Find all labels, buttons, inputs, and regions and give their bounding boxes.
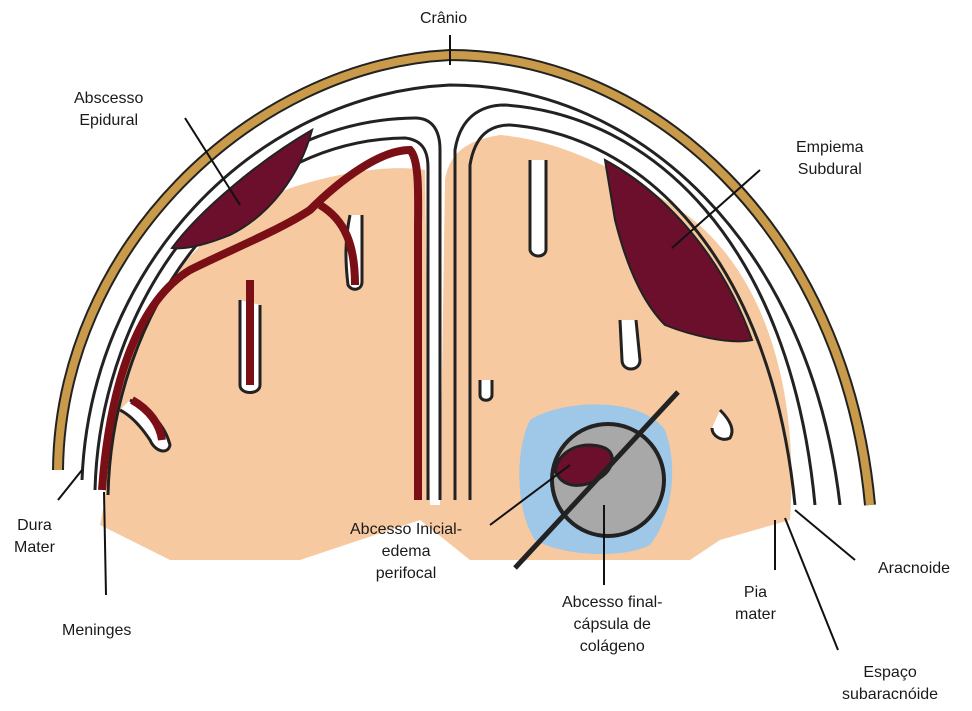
label-abscesso-epidural: Abscesso Epidural	[74, 88, 143, 132]
label-empiema-subdural: Empiema Subdural	[796, 137, 864, 181]
sulcus-right-1	[530, 160, 546, 256]
sulcus-right-4	[480, 380, 492, 400]
label-pia-mater: Pia mater	[735, 582, 776, 626]
label-abcesso-final: Abcesso final- cápsula de colágeno	[562, 592, 663, 658]
leader-aracnoide	[795, 510, 855, 560]
label-espaco-subaracnoide: Espaço subaracnóide	[842, 662, 938, 706]
label-aracnoide: Aracnoide	[878, 558, 950, 580]
leader-dura-mater	[58, 470, 82, 500]
leader-espaco-subaracnoide	[785, 518, 838, 650]
label-dura-mater: Dura Mater	[14, 515, 55, 559]
label-meninges: Meninges	[62, 620, 131, 642]
label-abcesso-inicial: Abcesso Inicial- edema perifocal	[350, 519, 462, 585]
sulcus-right-2	[620, 320, 640, 369]
label-cranio: Crânio	[420, 8, 467, 30]
